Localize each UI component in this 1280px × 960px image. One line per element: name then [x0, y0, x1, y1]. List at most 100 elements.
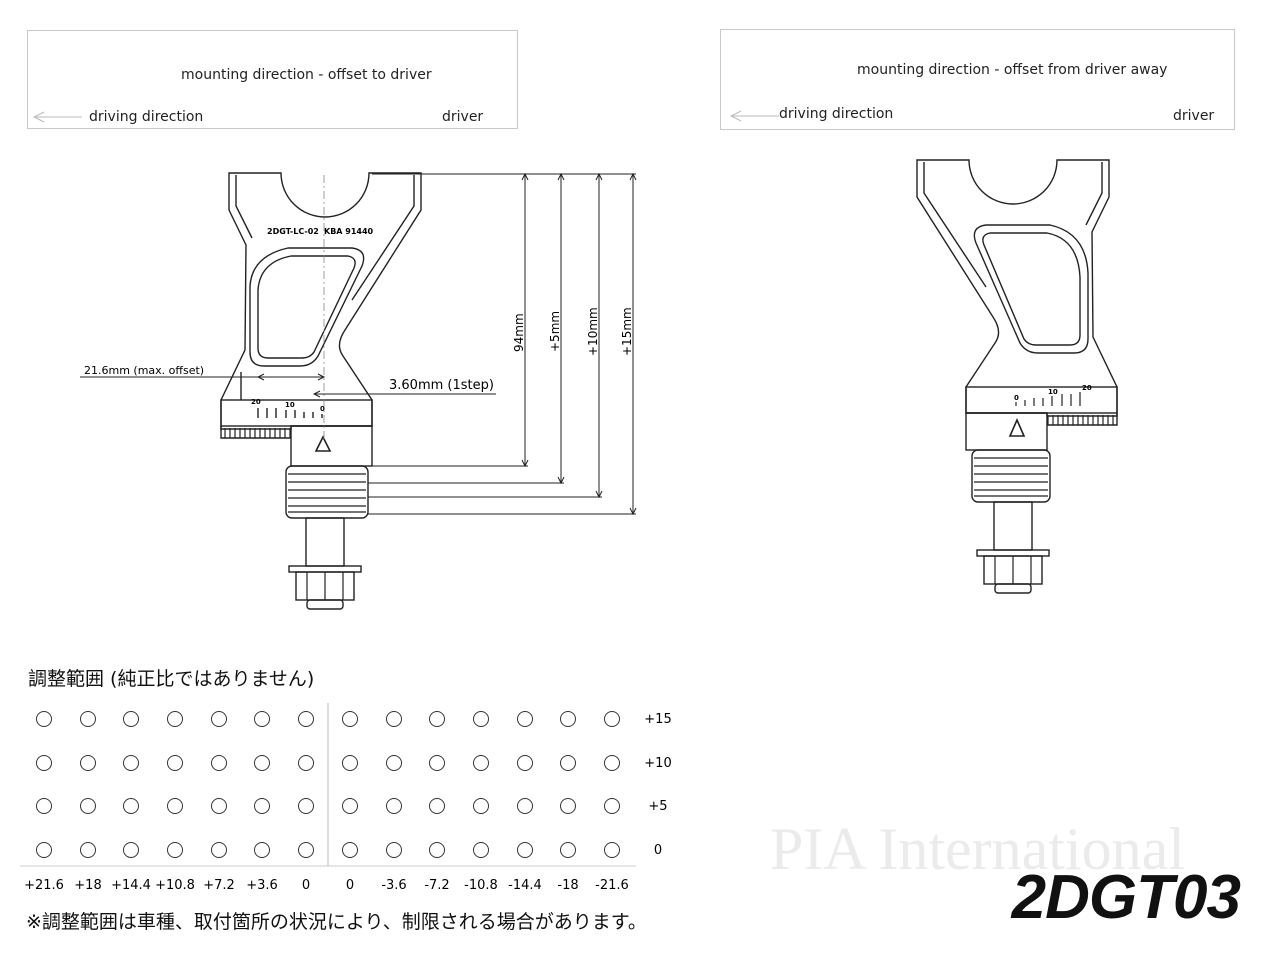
range-position-marker	[298, 711, 314, 727]
range-position-marker	[386, 798, 402, 814]
right-arrow-icon	[729, 110, 779, 122]
left-driver-label: driver	[442, 109, 484, 125]
dim-5mm: +5mm	[548, 311, 562, 352]
range-position-marker	[560, 798, 576, 814]
range-position-marker	[211, 842, 227, 858]
range-position-marker	[167, 842, 183, 858]
dim-15mm: +15mm	[620, 307, 634, 356]
left-triangle-icon	[314, 435, 332, 452]
model-number: 2DGT03	[1011, 863, 1241, 932]
left-scale-10: 10	[285, 401, 295, 409]
range-position-marker	[254, 798, 270, 814]
range-position-marker	[560, 842, 576, 858]
range-position-marker	[167, 711, 183, 727]
range-position-marker	[560, 711, 576, 727]
range-position-marker	[254, 842, 270, 858]
range-position-marker	[167, 755, 183, 771]
range-position-marker	[123, 711, 139, 727]
range-position-marker	[80, 842, 96, 858]
range-position-marker	[123, 755, 139, 771]
watermark: PIA International	[770, 816, 1185, 882]
right-driving-direction: driving direction	[779, 106, 894, 122]
right-riser-body	[916, 159, 1118, 594]
range-col-label: -10.8	[464, 878, 498, 893]
range-col-label: +18	[74, 878, 101, 893]
left-driving-direction: driving direction	[89, 109, 204, 125]
range-col-label: -21.6	[595, 878, 629, 893]
range-position-marker	[298, 842, 314, 858]
technical-drawing: 20 10 0 2DGT-LC-02 KBA 91440 21.6mm (max…	[80, 159, 1118, 610]
range-position-marker	[167, 798, 183, 814]
range-position-marker	[36, 798, 52, 814]
range-position-marker	[254, 755, 270, 771]
range-note: ※調整範囲は車種、取付箇所の状況により、制限される場合があります。	[26, 911, 647, 933]
range-position-marker	[342, 711, 358, 727]
right-box-title: mounting direction - offset from driver …	[857, 62, 1168, 78]
left-scale-0: 0	[320, 405, 325, 413]
range-position-marker	[517, 755, 533, 771]
right-scale-20: 20	[1082, 384, 1092, 392]
range-position-marker	[560, 755, 576, 771]
range-position-marker	[342, 842, 358, 858]
range-position-marker	[429, 798, 445, 814]
range-position-marker	[80, 798, 96, 814]
range-col-label: -3.6	[381, 878, 406, 893]
range-position-marker	[211, 755, 227, 771]
range-position-marker	[386, 755, 402, 771]
left-engraving-2: KBA 91440	[324, 227, 374, 236]
range-position-marker	[604, 798, 620, 814]
range-position-marker	[473, 842, 489, 858]
range-row-label: +10	[644, 756, 671, 771]
left-mounting-box: mounting direction - offset to driver dr…	[27, 30, 518, 129]
range-row-label: +5	[648, 799, 667, 814]
range-position-marker	[429, 755, 445, 771]
left-arrow-icon	[32, 111, 82, 123]
range-position-marker	[342, 755, 358, 771]
range-col-label: -14.4	[508, 878, 542, 893]
range-col-label: 0	[346, 878, 354, 893]
range-position-marker	[386, 842, 402, 858]
range-position-marker	[123, 842, 139, 858]
range-position-marker	[254, 711, 270, 727]
range-position-marker	[298, 798, 314, 814]
right-triangle-icon	[1008, 418, 1026, 437]
range-row-label: +15	[644, 712, 671, 727]
range-position-marker	[473, 798, 489, 814]
range-col-label: -18	[557, 878, 578, 893]
range-position-marker	[36, 842, 52, 858]
dim-10mm: +10mm	[586, 307, 600, 356]
range-position-marker	[473, 711, 489, 727]
range-row-label: 0	[654, 843, 662, 858]
range-col-label: 0	[302, 878, 310, 893]
range-position-marker	[517, 842, 533, 858]
right-driver-label: driver	[1173, 108, 1215, 124]
offset-label: 21.6mm (max. offset)	[84, 364, 204, 377]
right-scale-0: 0	[1014, 394, 1019, 402]
range-position-marker	[473, 755, 489, 771]
range-position-marker	[517, 798, 533, 814]
range-position-marker	[80, 755, 96, 771]
range-position-marker	[429, 711, 445, 727]
left-engraving-1: 2DGT-LC-02	[267, 227, 319, 236]
range-position-marker	[123, 798, 139, 814]
range-position-marker	[298, 755, 314, 771]
dim-94mm: 94mm	[512, 313, 526, 352]
range-col-label: +21.6	[24, 878, 64, 893]
range-position-marker	[386, 711, 402, 727]
step-label: 3.60mm (1step)	[389, 378, 494, 393]
range-col-label: +7.2	[203, 878, 235, 893]
range-position-marker	[36, 711, 52, 727]
right-scale-10: 10	[1048, 388, 1058, 396]
range-position-marker	[211, 711, 227, 727]
range-position-marker	[604, 755, 620, 771]
left-box-title: mounting direction - offset to driver	[181, 67, 432, 83]
range-position-marker	[80, 711, 96, 727]
range-position-marker	[604, 711, 620, 727]
range-col-label: +14.4	[111, 878, 151, 893]
range-position-marker	[429, 842, 445, 858]
range-position-marker	[604, 842, 620, 858]
range-position-marker	[517, 711, 533, 727]
range-position-marker	[342, 798, 358, 814]
range-col-label: +3.6	[246, 878, 278, 893]
right-mounting-box: mounting direction - offset from driver …	[720, 29, 1235, 130]
